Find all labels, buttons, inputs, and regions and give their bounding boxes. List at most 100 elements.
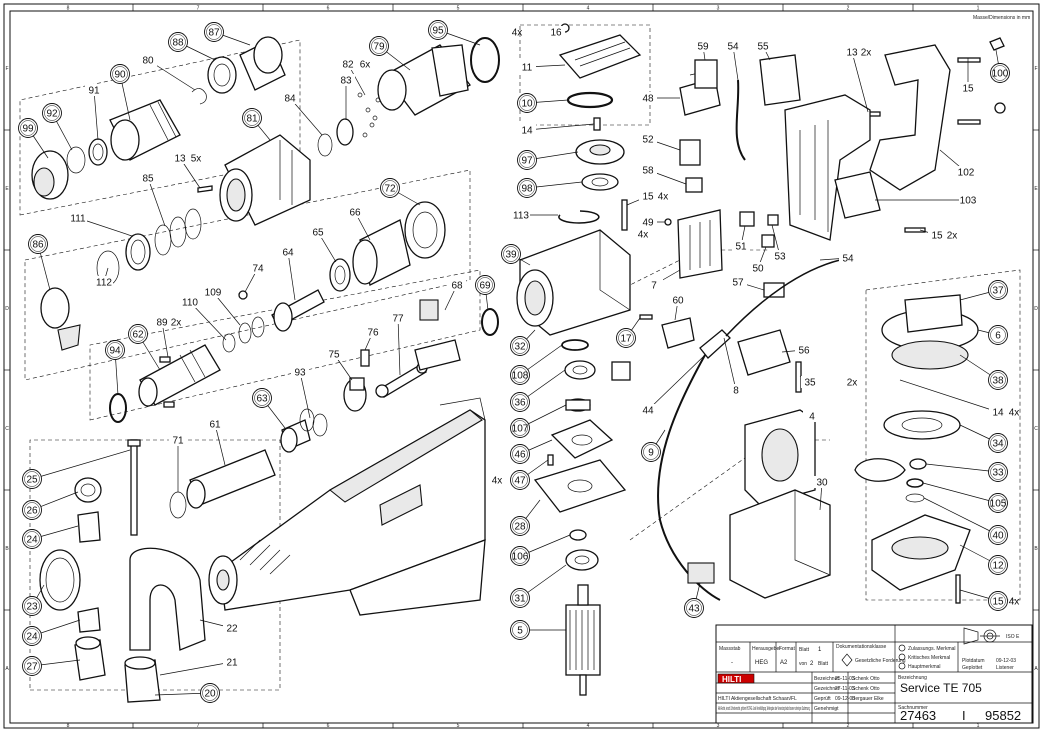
callout-c22: 22 <box>226 624 238 635</box>
part-100-caps <box>989 37 1006 114</box>
callout-c92: 92 <box>46 109 58 120</box>
callout-c31: 31 <box>514 594 526 605</box>
callout-bg-c8 <box>727 384 745 396</box>
leader-line-c105 <box>922 482 999 504</box>
callout-ring-c62 <box>128 324 148 344</box>
callout-bg-c16 <box>547 26 565 38</box>
callout-bg-c84 <box>281 92 299 104</box>
part-53-spring <box>767 214 779 226</box>
part-46-flange <box>550 419 614 459</box>
callout-ring-c20 <box>200 683 220 703</box>
callout-ring-inner-c69 <box>477 277 493 293</box>
leader-line-c85 <box>147 177 166 227</box>
part-43-label <box>687 562 715 584</box>
genehmigt-label: Genehmigt <box>814 706 839 712</box>
callout-ring-c28 <box>510 516 530 536</box>
callout-ring-c27 <box>22 656 42 676</box>
callout-ring-c38 <box>988 370 1008 390</box>
geprueft-date: 09-12-03 <box>835 696 855 702</box>
callout-ring-c15d <box>988 591 1008 611</box>
callout-c83: 83 <box>340 76 352 87</box>
callout-c99: 99 <box>22 124 34 135</box>
part-110-ring <box>222 333 236 353</box>
callout-bg-c54a <box>724 40 742 52</box>
part-7-controller <box>677 209 723 279</box>
border-row-label: F <box>5 66 8 72</box>
callout-ring-inner-c92 <box>44 105 60 121</box>
callout-bg-c56 <box>795 344 813 356</box>
callout-c15a: 15 <box>642 192 654 203</box>
callout-ring-inner-c107 <box>512 420 528 436</box>
geplottet-label: Geplottet <box>962 665 983 671</box>
part-4-stator <box>744 409 816 506</box>
part-62-tool-holder <box>138 344 221 407</box>
part-58-connector <box>685 177 703 193</box>
callout-ring-inner-c108 <box>512 367 528 383</box>
part-84-ring <box>317 133 333 157</box>
title-block: Massstab - Herausgeber HEG Format A2 Bla… <box>715 624 1033 724</box>
blatt-value: 1 <box>818 647 822 653</box>
callout-ring-inner-c95 <box>430 22 446 38</box>
callout-ring-c32 <box>510 336 530 356</box>
check-label-2: Kritisches Merkmal <box>908 655 950 661</box>
border-col-label: 4 <box>587 723 590 729</box>
callout-bg-c54b <box>839 252 857 264</box>
callout-bg-c85 <box>139 172 157 184</box>
border-col-label: 1 <box>977 723 980 729</box>
leader-line-c40 <box>923 497 999 536</box>
border-row-label: D <box>1034 306 1038 312</box>
callout-ring-c37 <box>988 280 1008 300</box>
callout-c81: 81 <box>246 114 258 125</box>
callout-ring-c105 <box>988 493 1008 513</box>
border-row-label: F <box>1034 66 1037 72</box>
callout-c100: 100 <box>992 69 1009 80</box>
callout-bg-c4 <box>803 410 821 422</box>
leader-line-c61 <box>214 423 226 466</box>
callout-c35q: 2x <box>847 378 858 389</box>
bezeichnet-label: Bezeichnet <box>814 676 839 682</box>
geplottet-value: Listener <box>996 665 1014 671</box>
callout-c82q: 6x <box>360 60 371 71</box>
callout-c71: 71 <box>172 436 184 447</box>
herausgeber-value: HEG <box>755 660 768 666</box>
leader-line-c25 <box>31 449 131 480</box>
callout-ring-inner-c28 <box>512 518 528 534</box>
callout-bg-c55 <box>754 40 772 52</box>
part-92-ring <box>66 146 86 174</box>
callout-c58: 58 <box>642 166 654 177</box>
von-label: von <box>799 661 807 667</box>
border-col-label: 4 <box>587 6 590 12</box>
bezeichnet-name: Schenk Otto <box>852 676 880 682</box>
callout-c24b: 24 <box>26 632 38 643</box>
border-col-label: 5 <box>457 6 460 12</box>
callout-bg-c44 <box>639 404 657 416</box>
part-12-fan-cover <box>871 514 971 591</box>
part-8-cable <box>725 259 841 337</box>
callout-bg-c76 <box>364 326 382 338</box>
border-row-label: E <box>1034 186 1038 192</box>
callout-c8: 8 <box>733 386 739 397</box>
callout-c93: 93 <box>294 368 306 379</box>
callout-c40: 40 <box>992 531 1004 542</box>
genehmigt-date: - <box>835 706 837 712</box>
callout-ring-c17 <box>616 328 636 348</box>
callout-bg-c15b <box>959 82 977 94</box>
callout-ring-inner-c5 <box>512 622 528 638</box>
callout-ring-inner-c24a <box>24 531 40 547</box>
callout-c66: 66 <box>349 208 361 219</box>
callout-ring-c97 <box>517 150 537 170</box>
doc-class-icon <box>841 653 853 667</box>
border-col-label: 2 <box>847 723 850 729</box>
callout-ring-inner-c39 <box>503 246 519 262</box>
callout-ring-c47 <box>510 470 530 490</box>
callout-ring-inner-c46 <box>512 446 528 462</box>
format-value: A2 <box>780 660 788 666</box>
callout-bg-c66 <box>346 206 364 218</box>
callout-c38: 38 <box>992 376 1004 387</box>
callout-c14b: 14 <box>992 408 1004 419</box>
callout-c98: 98 <box>521 184 533 195</box>
callout-bg-c102 <box>957 166 975 178</box>
part-curved-plate <box>854 458 906 482</box>
callout-c51: 51 <box>735 242 747 253</box>
